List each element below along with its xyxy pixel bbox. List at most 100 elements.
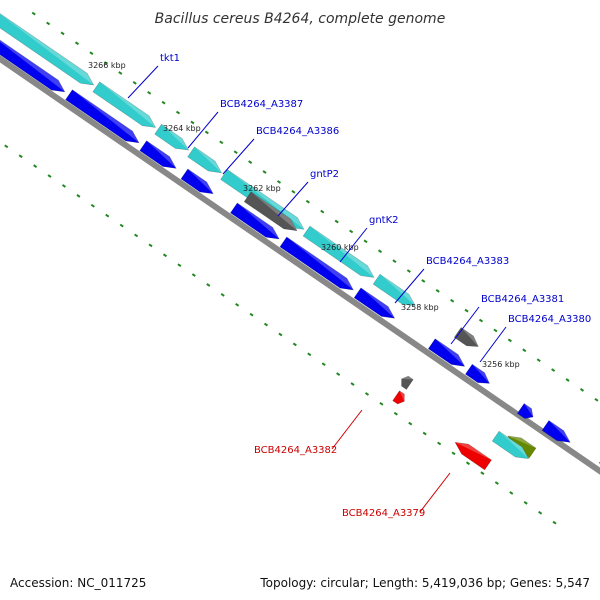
tick-mark — [134, 233, 139, 238]
gene-arrow — [0, 24, 66, 93]
tick-mark — [248, 160, 253, 164]
gene-arrow — [598, 461, 600, 496]
genome-backbone — [0, 55, 600, 475]
gene-label[interactable]: BCB4264_A3380 — [508, 314, 591, 325]
tick-mark — [478, 318, 484, 323]
gene-arrow — [392, 390, 405, 405]
label-leader-line — [127, 65, 159, 99]
tick-mark — [349, 229, 354, 234]
tick-mark — [393, 411, 398, 416]
tick-mark — [536, 358, 541, 363]
gene-arrow — [243, 191, 298, 232]
tick-mark — [132, 81, 137, 85]
label-leader-line — [277, 181, 309, 217]
tick-mark — [320, 209, 325, 214]
tick-mark — [334, 219, 339, 224]
tick-mark — [450, 298, 455, 303]
tick-mark — [4, 144, 9, 149]
tick-mark — [46, 21, 51, 26]
gene-arrow — [491, 430, 530, 460]
tick-mark — [464, 308, 469, 313]
tick-mark — [90, 203, 95, 208]
gene-label[interactable]: BCB4264_A3387 — [220, 99, 303, 110]
gene-arrow — [92, 81, 157, 128]
tick-mark — [565, 378, 570, 382]
gene-arrow — [154, 123, 190, 151]
tick-mark — [61, 184, 67, 188]
tick-mark — [406, 269, 411, 273]
scale-label: 3260 kbp — [321, 243, 359, 252]
tick-mark — [76, 194, 81, 198]
gene-label[interactable]: gntP2 — [310, 169, 339, 180]
tick-mark — [336, 372, 341, 376]
tick-mark — [191, 273, 196, 277]
gene-label[interactable]: tkt1 — [160, 53, 180, 64]
tick-mark — [118, 71, 123, 75]
tick-mark — [507, 338, 512, 343]
gene-arrow — [302, 225, 375, 278]
tick-mark — [220, 293, 225, 297]
gene-label[interactable]: BCB4264_A3383 — [426, 256, 509, 267]
tick-mark — [538, 510, 543, 515]
label-leader-line — [419, 472, 451, 513]
tick-mark — [177, 263, 182, 268]
tick-mark — [379, 401, 384, 406]
tick-dots-upper — [31, 11, 599, 402]
label-leader-line — [339, 227, 368, 263]
tick-mark — [60, 31, 65, 36]
tick-mark — [235, 302, 240, 307]
gene-arrow — [465, 363, 490, 384]
scale-label: 3262 kbp — [243, 184, 281, 193]
tick-mark — [307, 352, 312, 357]
gene-arrow — [180, 168, 214, 195]
tick-mark — [522, 348, 527, 353]
tick-mark — [74, 41, 80, 46]
gene-label[interactable]: BCB4264_A3381 — [481, 294, 564, 305]
tick-mark — [494, 481, 499, 485]
tick-mark — [480, 471, 485, 475]
tick-mark — [551, 368, 556, 372]
tick-mark — [148, 243, 153, 248]
gene-label[interactable]: BCB4264_A3382 — [254, 445, 337, 456]
tick-mark — [31, 11, 36, 16]
gene-label[interactable]: gntK2 — [369, 215, 399, 226]
tick-mark — [451, 451, 456, 456]
accession-text: Accession: NC_011725 — [10, 576, 147, 590]
tick-mark — [206, 283, 211, 287]
genome-summary-text: Topology: circular; Length: 5,419,036 bp… — [260, 576, 590, 590]
tick-mark — [204, 130, 209, 135]
gene-arrow — [0, 6, 95, 86]
gene-arrow — [230, 202, 280, 240]
tick-mark — [509, 491, 514, 495]
tick-mark — [263, 322, 269, 327]
scale-label: 3256 kbp — [482, 360, 520, 369]
tick-mark — [437, 441, 442, 446]
tick-mark — [594, 397, 599, 402]
tick-mark — [262, 170, 267, 174]
gene-arrow — [372, 273, 416, 307]
scale-label: 3258 kbp — [401, 303, 439, 312]
label-leader-line — [222, 138, 255, 175]
tick-mark — [350, 382, 355, 386]
gene-arrow — [401, 375, 414, 390]
tick-mark — [103, 61, 108, 65]
label-leader-line — [331, 409, 363, 450]
tick-mark — [233, 150, 238, 155]
tick-mark — [162, 253, 168, 258]
tick-mark — [219, 140, 224, 145]
tick-mark — [147, 90, 152, 95]
gene-label[interactable]: BCB4264_A3379 — [342, 508, 425, 519]
gene-arrow — [279, 236, 354, 291]
tick-mark — [119, 223, 124, 228]
tick-dots-lower — [4, 144, 557, 525]
tick-mark — [105, 213, 110, 218]
gene-arrow — [353, 287, 396, 319]
scale-label: 3266 kbp — [88, 61, 126, 70]
tick-mark — [33, 164, 38, 168]
tick-mark — [493, 328, 498, 333]
tick-mark — [278, 332, 283, 337]
gene-label[interactable]: BCB4264_A3386 — [256, 126, 339, 137]
